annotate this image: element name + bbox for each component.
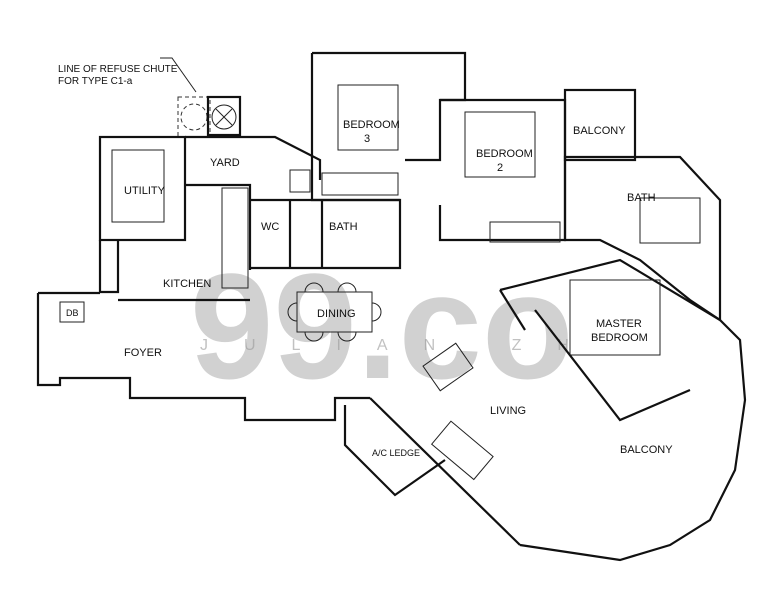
label-master-bedroom: BEDROOM bbox=[591, 332, 648, 344]
label-kitchen: KITCHEN bbox=[163, 278, 211, 290]
watermark: 99.co JULIAN ZH bbox=[190, 242, 605, 410]
label-foyer: FOYER bbox=[124, 347, 162, 359]
watermark-brand: 99.co bbox=[190, 242, 574, 410]
watermark-agent: JULIAN ZH bbox=[200, 337, 605, 354]
label-balcony-main: BALCONY bbox=[620, 444, 673, 456]
walls bbox=[36, 51, 747, 562]
label-utility: UTILITY bbox=[124, 185, 166, 197]
label-balcony-top: BALCONY bbox=[573, 125, 626, 137]
label-master: MASTER bbox=[596, 318, 642, 330]
label-bath-master: BATH bbox=[627, 192, 656, 204]
refuse-chute-note-line1: LINE OF REFUSE CHUTE bbox=[58, 64, 178, 75]
label-ac-ledge: A/C LEDGE bbox=[372, 448, 420, 458]
label-bedroom3-number: 3 bbox=[364, 133, 370, 145]
label-wc: WC bbox=[261, 221, 279, 233]
label-bath-common: BATH bbox=[329, 221, 358, 233]
label-bedroom3: BEDROOM bbox=[343, 119, 400, 131]
label-yard: YARD bbox=[210, 157, 240, 169]
label-bedroom2-number: 2 bbox=[497, 162, 503, 174]
label-living: LIVING bbox=[490, 405, 526, 417]
room-labels: YARD UTILITY BEDROOM 3 BEDROOM 2 BALCONY… bbox=[66, 119, 673, 458]
annotations: LINE OF REFUSE CHUTE FOR TYPE C1-a bbox=[58, 64, 178, 87]
label-dining: DINING bbox=[317, 308, 356, 320]
label-bedroom2: BEDROOM bbox=[476, 148, 533, 160]
label-db: DB bbox=[66, 308, 79, 318]
refuse-chute-note-line2: FOR TYPE C1-a bbox=[58, 76, 133, 87]
